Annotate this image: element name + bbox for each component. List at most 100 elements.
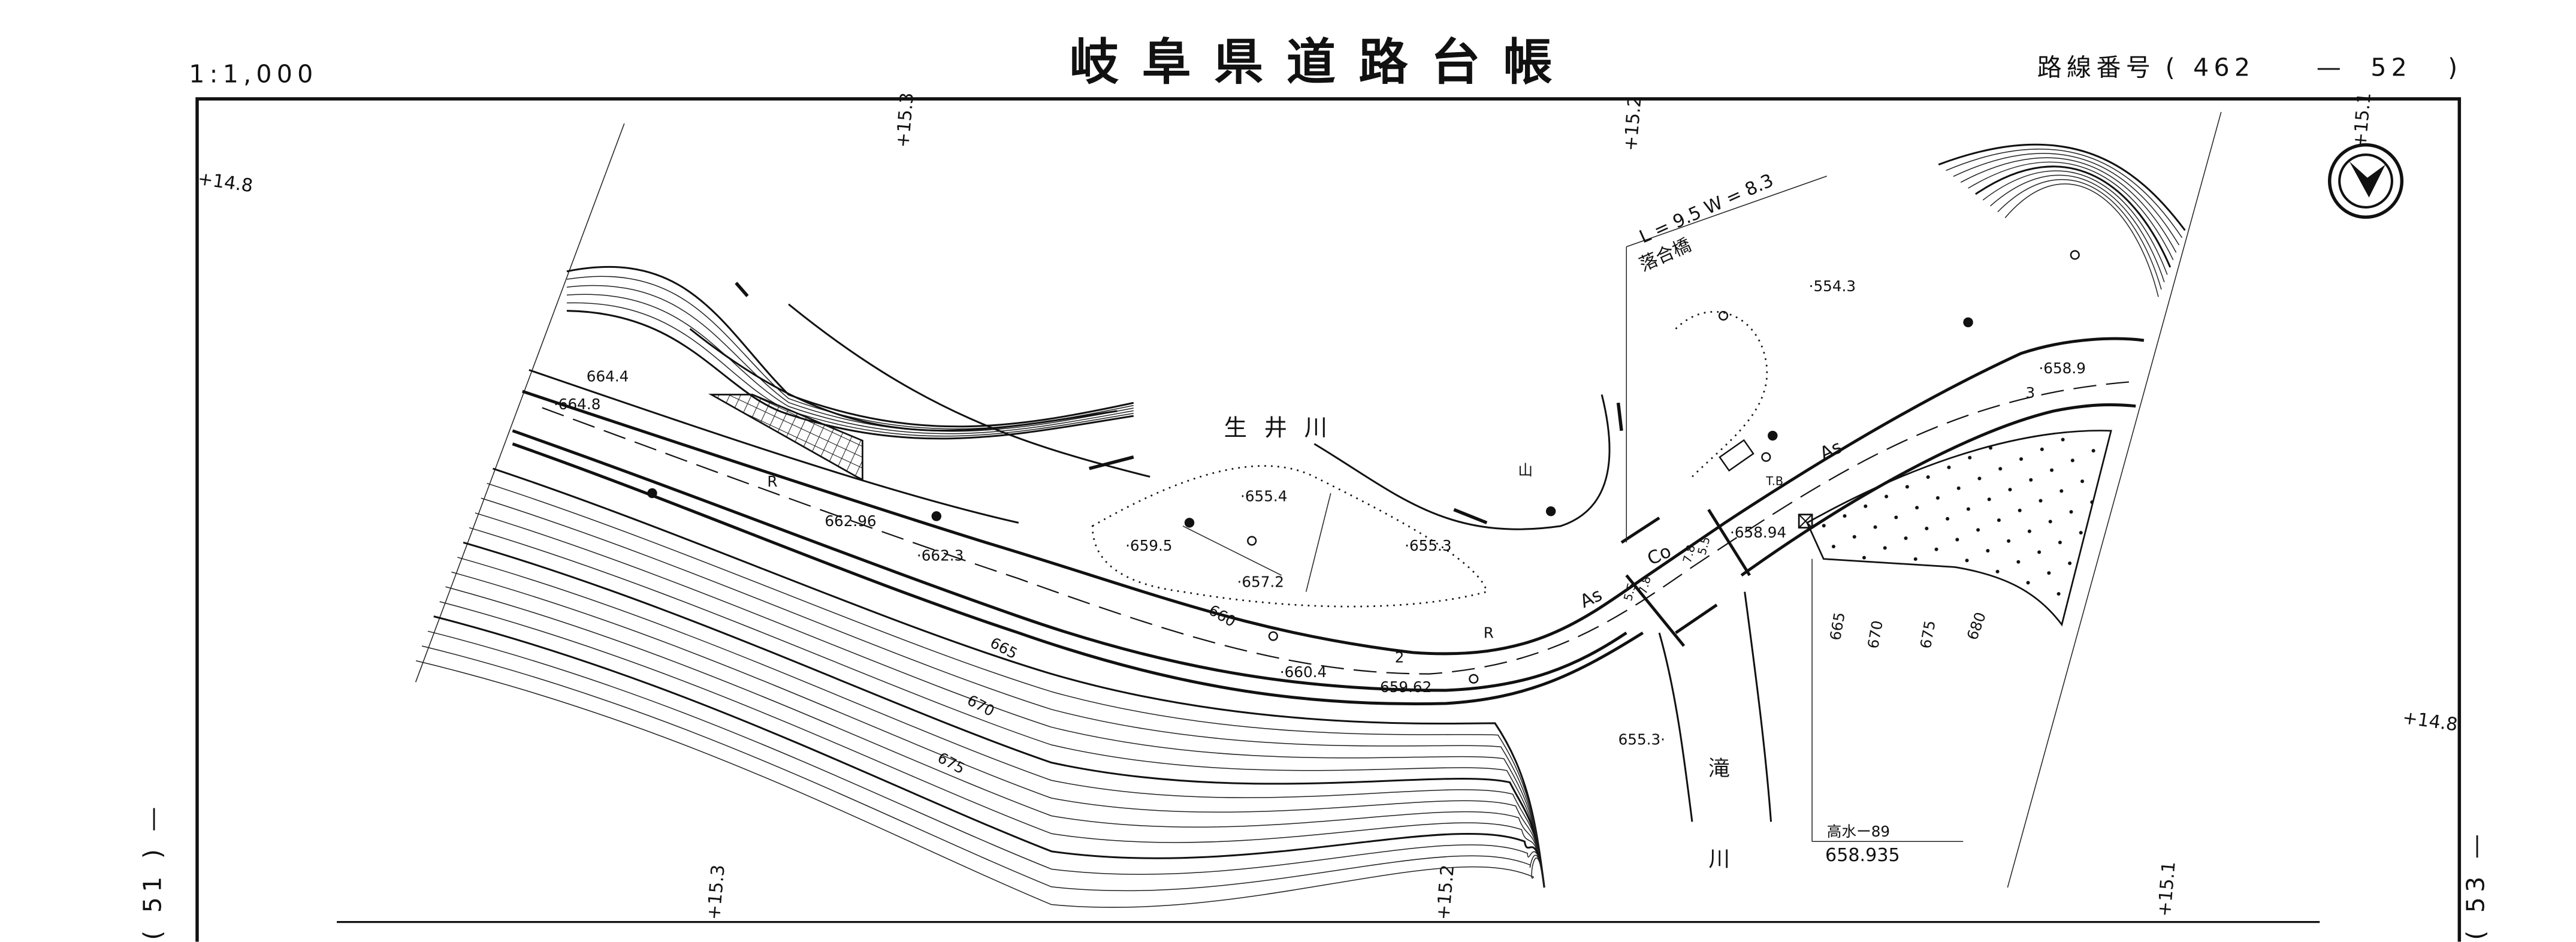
width-label: 7.8 [1636,575,1654,596]
hatched-retaining-wall [708,394,863,482]
river-name-ikui: 生 井 川 [1224,415,1333,442]
contour-line [457,557,1545,888]
bridge-ochiai [1620,176,1828,647]
spot-elevation: ·664.8 [554,395,600,413]
contour-line [566,294,1134,434]
field-boundary [1182,493,1331,592]
surface-r: R [767,473,777,490]
grid-mark: +15.2 [1433,864,1458,920]
contour-line [427,630,1545,888]
route-label: 路線番号 [2037,53,2155,82]
road-main [512,337,2145,706]
spot-elevation: 655.3· [1618,730,1665,748]
route-dash: — [2317,53,2346,82]
contour-line [433,615,1545,888]
contour-line [451,571,1545,888]
width-label: 7.8 [1680,544,1698,564]
contour-lines-south [416,467,1545,908]
mountain-label: 山 [1518,461,1533,479]
contour-label: 660 [1206,601,1239,630]
spot-elevation: ·660.4 [1280,663,1327,681]
contour-line [1960,157,2177,253]
lane-count: 3 [2026,384,2036,401]
spot-elevation: 659.62 [1380,678,1432,696]
map-title: 岐阜県道路台帳 [1070,34,1575,91]
contour-line [566,265,1134,428]
flow-arrow-icons [735,282,1623,524]
route-close: ) [2448,53,2462,82]
route-sheet: 52 [2370,53,2412,82]
river-name-taki-2: 川 [1708,847,1730,871]
tb-label: T.B [1765,474,1783,488]
river-name-taki-1: 滝 [1708,757,1730,781]
contour-label: 665 [1826,611,1849,641]
contour-line [566,276,1134,430]
sheet-boundary-right [2007,111,2222,888]
spot-elevation: 664.4 [587,368,629,385]
contour-line [1982,170,2168,275]
contour-line [445,586,1545,888]
spot-elevation: ·658.9 [2039,360,2085,377]
contour-line [1946,148,2183,238]
grid-mark: +15.3 [892,92,918,149]
surface-co: Co [1644,541,1675,569]
contour-line [469,527,1545,888]
contour-label: 665 [987,634,1020,663]
contour-line [1938,143,2186,231]
contour-label: 675 [1917,619,1939,650]
contour-line [487,482,1545,888]
contour-lines-north [566,265,1134,440]
width-label: 5.5 [1695,535,1713,556]
contour-label: 675 [935,749,968,778]
lane-count: 2 [1395,648,1405,666]
surface-r: R [1484,624,1494,641]
contour-line [481,497,1545,888]
spot-elevation: ·659.5 [1125,537,1172,554]
grid-mark: +14.8 [2401,707,2459,736]
river-bank-ikui [689,303,1611,530]
contour-line [1997,179,2162,290]
contour-line [421,645,1545,892]
contour-line [566,285,1134,432]
north-arrow-icon [2328,143,2404,219]
route-open: ( [2166,53,2180,82]
spot-elevation: ·662.3 [917,547,964,564]
spot-elevation: ·554.3 [1809,277,1856,295]
grid-mark: +14.8 [197,168,254,197]
contour-line [416,660,1545,908]
dotted-slope-area [1806,430,2112,627]
spot-elevation: ·657.2 [1237,573,1284,590]
contour-line [1968,161,2174,261]
spot-elevation: ·658.94 [1730,524,1786,541]
contour-line [493,467,1545,888]
contour-line [1990,174,2165,282]
grid-mark: +15.1 [2154,861,2180,917]
sheet-boundary-left [415,123,625,683]
terrace-outline [1091,311,1768,608]
grid-mark: +15.1 [2349,92,2375,149]
scale-label: 1:1,000 [189,60,318,89]
high-water-value: 658.935 [1825,845,1900,866]
high-water-label: 高水ー89 [1827,823,1890,840]
contour-line [475,512,1545,888]
contour-line [2004,183,2159,297]
contour-line [566,302,1134,437]
contour-line [1953,153,2180,246]
spot-elevation: ·655.4 [1240,488,1287,505]
spot-elevation: 662.96 [825,512,876,530]
adjacent-sheet-right: ( 53 — [2461,829,2490,940]
route-number: 路線番号 ( 462 — 52 ) [2037,53,2462,82]
contour-label: 670 [1864,619,1886,650]
route-number-value: 462 [2193,53,2255,82]
contour-line [1975,165,2172,268]
map-frame [195,97,2462,942]
bridge-dimensions: L = 9.5 W = 8.3 [1636,170,1777,248]
adjacent-sheet-left: ( 51 ) — [138,802,167,940]
contour-lines-east [1938,143,2186,297]
grid-mark: +15.3 [703,864,729,920]
contour-label: 680 [1964,610,1989,642]
contour-line [463,541,1545,888]
marker-icons [1247,250,2080,684]
utility-pole-icons [647,317,1973,528]
